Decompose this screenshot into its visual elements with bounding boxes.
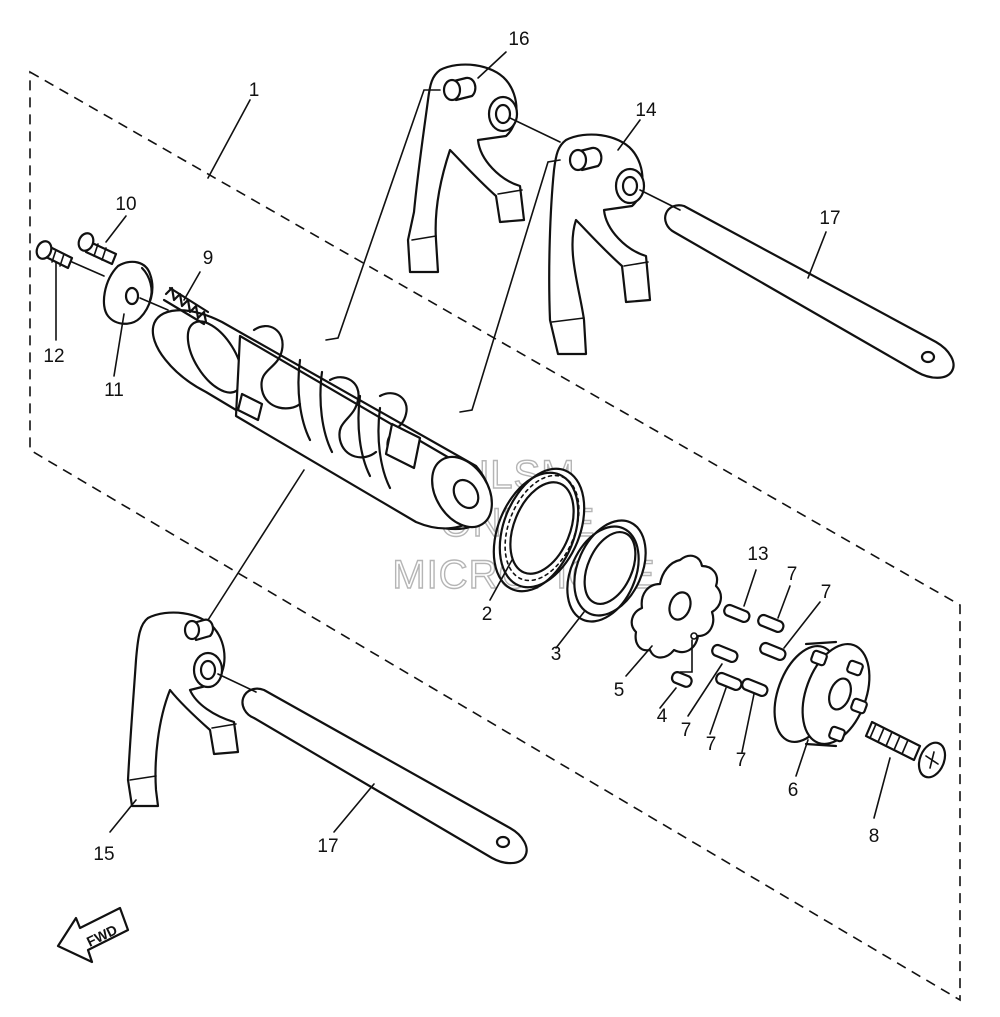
assembly-lines: [71, 89, 693, 693]
callout-14: 14: [635, 100, 657, 121]
part-17-guide-bar-upper: [664, 204, 955, 379]
part-2-bearing: [492, 467, 586, 593]
assembly-boundary: [29, 70, 961, 1002]
part-3-ring: [566, 519, 647, 623]
shift-drum: [151, 309, 493, 531]
part-17-guide-bar-lower: [241, 687, 528, 865]
part-11-stopper-lever: [102, 260, 154, 325]
callout-16: 16: [508, 29, 529, 50]
callout-10: 10: [115, 194, 136, 215]
callout-8: 8: [869, 826, 880, 847]
part-8-bolt: [864, 720, 947, 779]
callout-5: 5: [614, 680, 625, 701]
callout-17-lower: 17: [317, 836, 338, 857]
callout-labels: 1 2 3 4 5 6 7 7 7 7 7 8 9 10 11 12 13 14…: [43, 29, 879, 865]
callout-2: 2: [482, 604, 493, 625]
callout-7b: 7: [821, 582, 832, 603]
callout-17-upper: 17: [819, 208, 840, 229]
callout-4: 4: [657, 706, 668, 727]
part-15-shift-fork: [126, 611, 240, 808]
callout-7d: 7: [706, 734, 717, 755]
callout-9: 9: [203, 248, 214, 269]
callout-11: 11: [104, 380, 124, 401]
callout-12: 12: [43, 346, 64, 367]
part-5-star-plate: [630, 554, 722, 659]
callout-7a: 7: [787, 564, 798, 585]
callout-7c: 7: [681, 720, 692, 741]
part-14-shift-fork: [548, 133, 652, 356]
callout-6: 6: [788, 780, 799, 801]
part-9-spring: [162, 286, 210, 326]
fwd-arrow-icon: FWD: [56, 906, 130, 964]
part-12-screw: [35, 240, 74, 270]
callout-15: 15: [93, 844, 114, 865]
callout-3: 3: [551, 644, 562, 665]
part-10-screw: [77, 232, 118, 266]
part-6-segment: [773, 640, 871, 748]
callout-1: 1: [249, 80, 260, 101]
part-16-shift-fork: [406, 63, 526, 274]
callout-13: 13: [747, 544, 768, 565]
dowel-pins: [670, 603, 787, 698]
leader-lines: [55, 51, 891, 833]
callout-7e: 7: [736, 750, 747, 771]
